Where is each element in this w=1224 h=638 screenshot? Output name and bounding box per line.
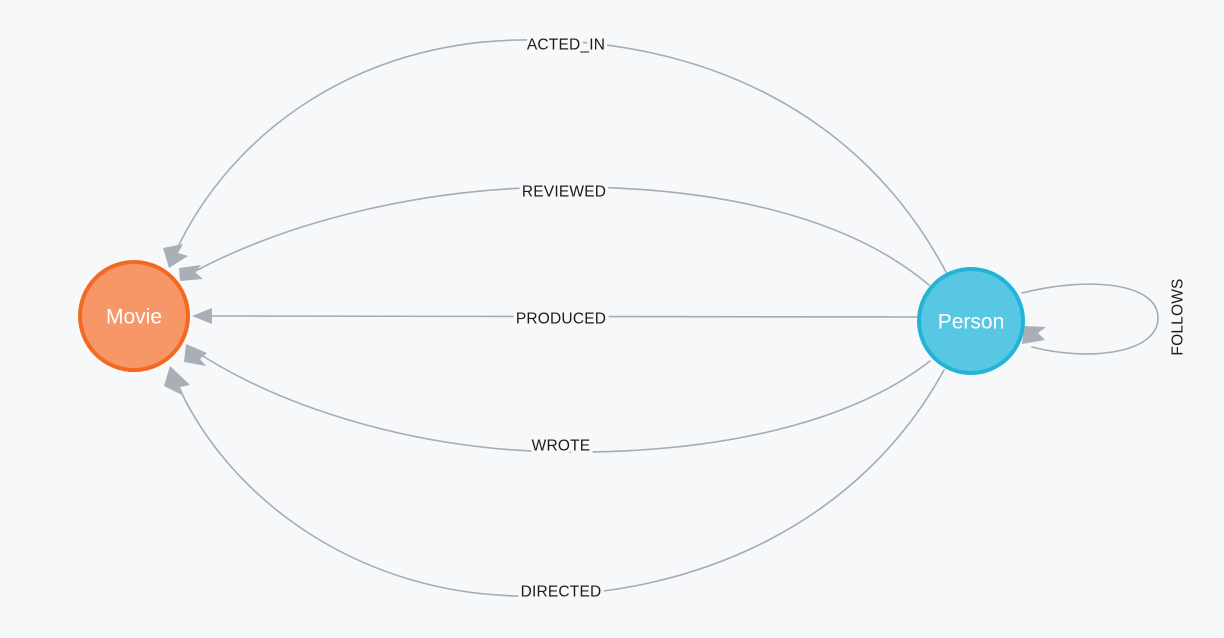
- relationship-reviewed-path: [187, 186, 930, 286]
- relationship-acted_in[interactable]: [163, 39, 947, 273]
- relationship-wrote-path: [194, 350, 931, 453]
- relationship-label-produced: PRODUCED: [516, 311, 606, 328]
- node-person-circle[interactable]: [917, 267, 1025, 375]
- relationship-label-follows: FOLLOWS: [1170, 278, 1187, 355]
- node-movie-circle[interactable]: [78, 260, 190, 372]
- relationship-label-directed-halo: DIRECTED: [521, 584, 602, 601]
- node-person[interactable]: Person: [917, 267, 1025, 375]
- relationship-labels: ACTED_IN ACTED_IN REVIEWED REVIEWED PROD…: [512, 33, 1190, 604]
- relationship-edges: [163, 39, 1159, 597]
- relationship-label-reviewed-halo: REVIEWED: [522, 184, 606, 201]
- relationship-label-wrote-halo: WROTE: [532, 438, 591, 455]
- node-movie-label: Movie: [106, 306, 162, 329]
- relationship-label-follows-halo: FOLLOWS: [1170, 278, 1187, 355]
- relationship-directed-arrowhead: [164, 366, 190, 396]
- node-movie[interactable]: Movie: [78, 260, 190, 372]
- relationship-wrote[interactable]: [184, 344, 931, 453]
- relationship-produced-path: [204, 315, 918, 318]
- relationship-wrote-arrowhead: [184, 344, 207, 366]
- relationship-label-produced-halo: PRODUCED: [516, 311, 606, 328]
- node-person-label: Person: [938, 311, 1005, 334]
- relationship-produced-arrowhead: [192, 308, 212, 324]
- relationship-produced[interactable]: [192, 308, 918, 324]
- relationship-acted_in-arrowhead: [163, 244, 188, 268]
- relationship-label-produced-group: PRODUCED PRODUCED: [512, 307, 609, 331]
- relationship-label-wrote-group: WROTE WROTE: [528, 434, 593, 458]
- relationship-label-acted_in-group: ACTED_IN ACTED_IN: [523, 33, 608, 57]
- relationship-reviewed-arrowhead: [179, 265, 203, 281]
- relationship-label-reviewed-group: REVIEWED REVIEWED: [518, 180, 609, 204]
- relationship-label-follows-group: FOLLOWS FOLLOWS: [1166, 275, 1190, 359]
- relationship-acted_in-path: [174, 39, 947, 273]
- relationship-label-acted_in-halo: ACTED_IN: [527, 37, 605, 54]
- relationship-follows-path: [1021, 283, 1159, 355]
- relationship-follows[interactable]: [1021, 283, 1159, 355]
- relationship-directed[interactable]: [164, 366, 945, 597]
- relationship-follows-arrowhead: [1022, 326, 1046, 344]
- relationship-label-directed: DIRECTED: [521, 584, 602, 601]
- relationship-label-wrote: WROTE: [532, 438, 591, 455]
- graph-nodes: Movie Person: [78, 260, 1025, 375]
- relationship-label-directed-group: DIRECTED DIRECTED: [517, 580, 605, 604]
- relationship-reviewed[interactable]: [179, 186, 930, 286]
- relationship-label-acted_in: ACTED_IN: [527, 37, 605, 54]
- relationship-label-reviewed: REVIEWED: [522, 184, 606, 201]
- relationship-directed-path: [175, 369, 945, 597]
